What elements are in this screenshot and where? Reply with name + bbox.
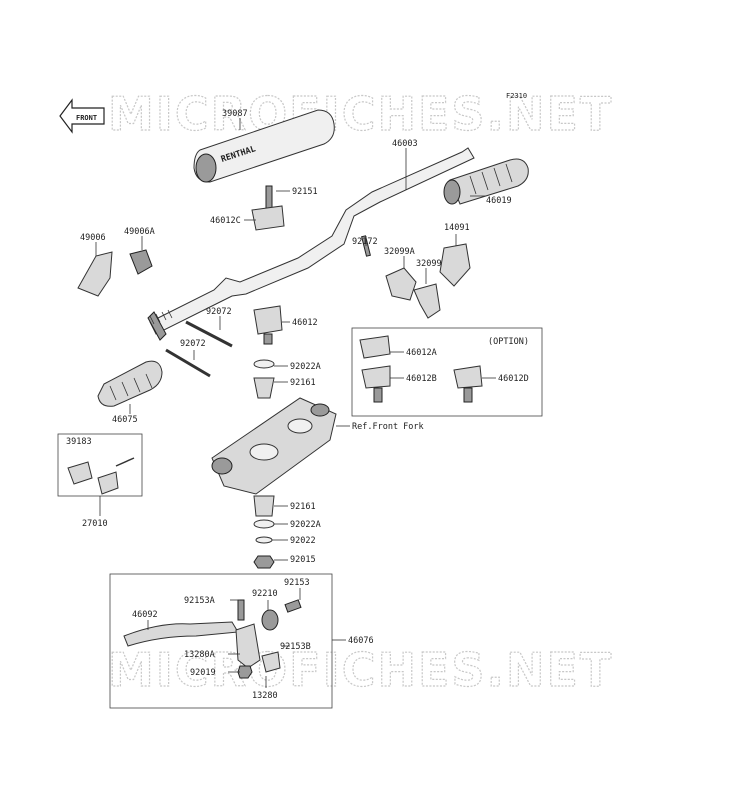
label-13280a: 13280A — [184, 650, 215, 660]
label-46012c: 46012C — [210, 216, 241, 226]
label-92153b: 92153B — [280, 642, 311, 652]
label-46075: 46075 — [112, 415, 138, 425]
label-46012b: 46012B — [406, 374, 437, 384]
label-92072-b: 92072 — [180, 339, 206, 349]
label-49006a: 49006A — [124, 227, 155, 237]
label-92153a: 92153A — [184, 596, 215, 606]
label-92153: 92153 — [284, 578, 310, 588]
front-arrow-label: FRONT — [76, 114, 97, 122]
label-ref-front-fork: Ref.Front Fork — [352, 422, 424, 432]
label-32099a: 32099A — [384, 247, 415, 257]
label-92172: 92172 — [352, 237, 378, 247]
label-92210: 92210 — [252, 589, 278, 599]
handlebar-pad: RENTHAL — [193, 109, 335, 183]
clutch-lever-assembly — [123, 599, 302, 679]
label-92161-top: 92161 — [290, 378, 316, 388]
right-grip — [443, 158, 529, 205]
label-92022a-bottom: 92022A — [290, 520, 321, 530]
kill-switch — [67, 457, 135, 495]
label-46076: 46076 — [348, 636, 374, 646]
label-14091: 14091 — [444, 223, 470, 233]
label-46092: 46092 — [132, 610, 158, 620]
zip-ties — [165, 320, 233, 378]
option-label: (OPTION) — [488, 337, 529, 347]
label-92151: 92151 — [292, 187, 318, 197]
label-92022: 92022 — [290, 536, 316, 546]
stem-hardware-top — [253, 359, 275, 399]
figure-code: F2310 — [506, 92, 527, 100]
label-92161-bottom: 92161 — [290, 502, 316, 512]
handlebar — [147, 147, 475, 341]
upper-clamp-46012c — [251, 185, 285, 231]
cover-49006 — [77, 251, 113, 297]
lower-clamp-46012 — [253, 305, 283, 345]
label-46012d: 46012D — [498, 374, 529, 384]
label-39087: 39087 — [222, 109, 248, 119]
clutch-lever-box — [109, 573, 333, 709]
label-46012a: 46012A — [406, 348, 437, 358]
label-92019: 92019 — [190, 668, 216, 678]
option-box — [351, 327, 543, 417]
label-46003: 46003 — [392, 139, 418, 149]
label-27010: 27010 — [82, 519, 108, 529]
label-92072-a: 92072 — [206, 307, 232, 317]
stem-hardware-bottom — [253, 495, 275, 569]
label-92022a-top: 92022A — [290, 362, 321, 372]
watermark-bottom: MICROFICHES.NET — [108, 643, 613, 697]
label-32099: 32099 — [416, 259, 442, 269]
label-39183: 39183 — [66, 437, 92, 447]
label-46012: 46012 — [292, 318, 318, 328]
throttle-housing-parts — [361, 235, 471, 319]
triple-clamp — [211, 397, 337, 495]
label-49006: 49006 — [80, 233, 106, 243]
option-clamps — [359, 335, 483, 403]
front-arrow-icon: FRONT — [59, 98, 105, 134]
cap-49006a — [129, 249, 153, 275]
watermark-top: MICROFICHES.NET — [108, 87, 613, 141]
label-92015: 92015 — [290, 555, 316, 565]
label-13280: 13280 — [252, 691, 278, 701]
leader-lines — [95, 118, 496, 688]
label-46019: 46019 — [486, 196, 512, 206]
left-grip — [97, 360, 163, 407]
